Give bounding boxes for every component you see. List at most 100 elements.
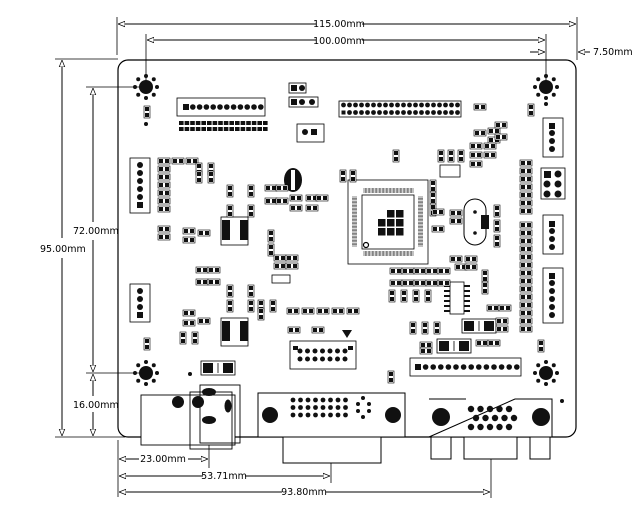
dim-overall-width: 115.00mm <box>116 17 578 60</box>
mounting-hole-top-right <box>533 74 559 100</box>
smd-pad <box>263 121 268 125</box>
smd-component <box>226 299 234 313</box>
lead <box>464 310 470 312</box>
thermal-pad <box>378 228 386 236</box>
dim-bottom-offset-label: 16.00mm <box>73 400 119 411</box>
dim-vga: 93.80mm <box>119 430 492 498</box>
smd-component <box>346 307 360 315</box>
pin <box>327 348 333 354</box>
pin <box>359 110 364 115</box>
diode-c <box>461 318 497 334</box>
pin <box>407 110 412 115</box>
power-inductor-round <box>284 168 302 192</box>
dim-hole-spacing-x-label: 100.00mm <box>313 36 365 47</box>
pin <box>312 356 318 362</box>
pin <box>335 412 341 418</box>
pin <box>320 397 326 403</box>
smd-pad <box>246 121 251 125</box>
smd-component <box>431 225 445 233</box>
pin <box>413 110 418 115</box>
pin <box>305 348 310 354</box>
smd-component <box>519 229 533 237</box>
dim-overall-width-label: 115.00mm <box>313 19 365 30</box>
pin <box>297 356 303 362</box>
smd-pad <box>251 127 257 131</box>
pin <box>217 104 223 110</box>
smd-component <box>527 103 535 117</box>
pin <box>425 110 430 115</box>
smd-component <box>498 304 512 312</box>
connector-6pin-vertical <box>542 267 564 324</box>
smd-component <box>519 309 533 317</box>
dim-bottom-offset: 16.00mm <box>73 374 119 436</box>
pin <box>496 423 503 431</box>
pin <box>491 414 499 422</box>
pin <box>327 356 333 362</box>
smd-component <box>195 266 209 274</box>
smd-component <box>449 217 463 225</box>
pin <box>468 364 475 370</box>
smd-component <box>519 269 533 277</box>
smd-pad <box>235 121 240 125</box>
pin <box>203 104 210 110</box>
smd-pad <box>229 127 234 131</box>
pin <box>460 364 467 370</box>
smd-pad <box>251 121 257 125</box>
pin <box>335 348 340 354</box>
pin <box>467 405 475 413</box>
pin <box>244 104 250 110</box>
pin <box>190 104 196 110</box>
smd-component <box>247 204 255 218</box>
smd-component <box>349 169 357 183</box>
smd-pad <box>240 127 246 131</box>
smd-component <box>287 326 301 334</box>
ffc-connector-14pin <box>289 330 357 370</box>
smd-component <box>519 237 533 245</box>
lead <box>464 295 470 297</box>
smd-pad <box>201 121 206 125</box>
smd-component <box>519 253 533 261</box>
pin <box>445 364 452 370</box>
pin <box>353 110 358 115</box>
smd-component <box>207 170 215 184</box>
pin <box>290 405 296 410</box>
lead <box>464 305 470 307</box>
smd-component <box>425 267 439 275</box>
inductor-b <box>220 317 249 347</box>
thermal-pad <box>387 219 395 227</box>
pin <box>290 412 296 418</box>
smd-component <box>289 204 303 212</box>
pin <box>491 364 497 370</box>
pin <box>258 104 264 110</box>
pin <box>510 414 518 422</box>
dim-vga-label: 93.80mm <box>281 487 327 498</box>
smd-component <box>285 262 299 270</box>
smd-pad <box>184 127 190 131</box>
smd-component <box>269 299 277 313</box>
pin <box>328 397 333 403</box>
scaler-ic-qfp <box>347 179 429 265</box>
inverter-connector-6pin <box>129 157 151 214</box>
pin <box>401 110 406 115</box>
smd-component <box>182 309 196 317</box>
smd-component <box>247 184 255 198</box>
dim-hole-spacing-x: 100.00mm <box>145 34 547 80</box>
pin <box>438 364 444 370</box>
smd-component <box>473 103 487 111</box>
smd-component <box>289 194 303 202</box>
smd-component <box>519 325 533 333</box>
smd-pad <box>218 121 223 125</box>
smd-component <box>157 205 171 213</box>
header-14pin <box>409 357 522 377</box>
analog-pin <box>367 402 371 406</box>
smd-component <box>493 204 501 218</box>
lead <box>444 300 450 302</box>
smd-component <box>179 331 187 345</box>
pin <box>496 405 503 413</box>
smd-pad <box>223 121 229 125</box>
smd-component <box>493 234 501 248</box>
smd-component <box>449 255 463 263</box>
pin <box>407 102 412 108</box>
smd-component <box>286 307 300 315</box>
pin <box>290 397 296 403</box>
